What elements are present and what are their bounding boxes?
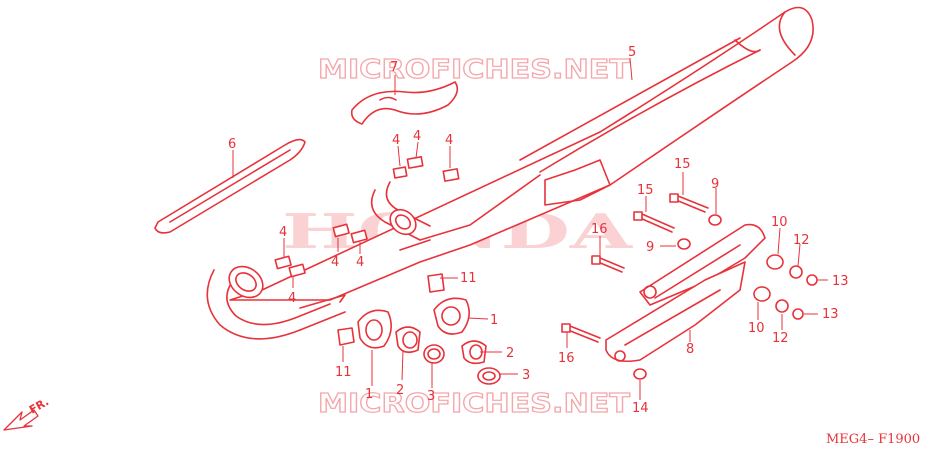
callout-13a: 13 [832, 274, 849, 289]
diagram-code: MEG4– F1900 [826, 432, 920, 447]
watermark-bottom: MICROFICHES.NET [318, 389, 630, 419]
callout-3a: 3 [427, 389, 435, 404]
callout-9a: 9 [711, 177, 719, 192]
callout-10b: 10 [748, 321, 765, 336]
heat-shield-6 [154, 138, 306, 234]
callout-4g: 4 [356, 255, 364, 270]
callout-3b: 3 [522, 368, 530, 383]
callout-6: 6 [228, 137, 236, 152]
callout-1b: 1 [490, 313, 498, 328]
callout-5: 5 [628, 45, 636, 60]
callout-16b: 16 [558, 351, 575, 366]
callout-4d: 4 [279, 225, 287, 240]
callout-11a: 11 [460, 271, 477, 286]
callout-13b: 13 [822, 307, 839, 322]
callout-12a: 12 [793, 233, 810, 248]
callout-9b: 9 [646, 240, 654, 255]
flange-collars [337, 273, 501, 385]
callout-15b: 15 [637, 183, 654, 198]
callout-4a: 4 [392, 133, 400, 148]
callout-10a: 10 [771, 215, 788, 230]
callout-7: 7 [390, 60, 398, 75]
callout-12b: 12 [772, 331, 789, 346]
muffler-assembly [206, 6, 814, 340]
watermark-top: MICROFICHES.NET [318, 55, 630, 85]
bolts-nuts [561, 193, 818, 380]
callout-16a: 16 [591, 222, 608, 237]
front-label: FR. [27, 395, 51, 416]
callout-2b: 2 [506, 346, 514, 361]
clips-4 [274, 156, 460, 278]
callout-4e: 4 [288, 291, 296, 306]
callout-8: 8 [686, 342, 694, 357]
callout-4c: 4 [445, 133, 453, 148]
callout-1a: 1 [365, 387, 373, 402]
callout-4f: 4 [331, 255, 339, 270]
front-direction-arrow: FR. [3, 395, 51, 431]
stay-bracket-8 [605, 223, 766, 363]
callout-15a: 15 [674, 157, 691, 172]
protector-7 [350, 81, 459, 125]
callout-11b: 11 [335, 365, 352, 380]
callout-2a: 2 [396, 383, 404, 398]
callout-14: 14 [632, 401, 649, 416]
leader-lines [232, 57, 828, 400]
callout-4b: 4 [413, 129, 421, 144]
